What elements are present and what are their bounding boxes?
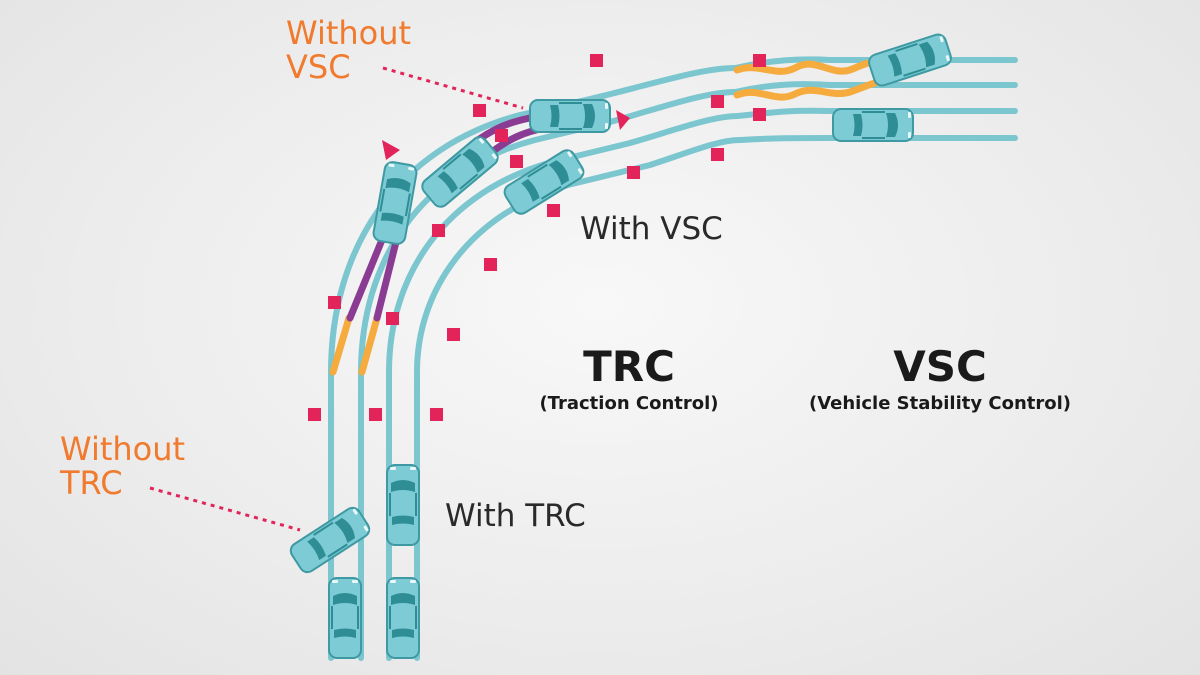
cone-marker-icon: [473, 104, 486, 117]
vsc-title: VSC: [893, 342, 987, 391]
leader-without-trc: [149, 486, 301, 532]
trc-spin-left: [329, 314, 353, 376]
direction-arrows: [382, 110, 630, 160]
cone-marker-icon: [590, 54, 603, 67]
vsc-slip-top: [733, 58, 879, 75]
cone-marker-icon: [547, 204, 560, 217]
leader-lines: [149, 66, 524, 532]
car-icon: [386, 464, 420, 546]
car-icon: [328, 577, 362, 659]
car-icon: [866, 31, 954, 89]
vsc-lane-4: [737, 135, 1018, 143]
cone-marker-icon: [386, 312, 399, 325]
cone-marker-icon: [711, 148, 724, 161]
car-icon: [371, 159, 419, 247]
cone-marker-icon: [328, 296, 341, 309]
trc-subtitle: (Traction Control): [539, 393, 719, 415]
direction-arrow-icon: [382, 140, 400, 160]
label-without-vsc: Without VSC: [286, 14, 412, 86]
vsc-lane-3: [735, 107, 1018, 119]
cone-marker-icon: [495, 129, 508, 142]
label-without-trc: Without TRC: [60, 430, 186, 502]
cone-marker-icon: [753, 108, 766, 121]
direction-arrow-icon: [616, 110, 630, 130]
label-without-trc-text: Without TRC: [60, 430, 186, 502]
cone-marker-icon: [510, 155, 523, 168]
vsc-slip-bottom: [733, 78, 882, 101]
cone-marker-icon: [627, 166, 640, 179]
skid-segments: [346, 114, 549, 322]
trc-heading: TRC (Traction Control): [529, 342, 729, 415]
car-icon: [529, 99, 611, 133]
label-with-trc: With TRC: [445, 500, 586, 533]
car-icon: [386, 577, 420, 659]
car-icon: [832, 108, 914, 142]
trc-skid-left: [346, 231, 388, 322]
cone-marker-icon: [430, 408, 443, 421]
track-lane-1: [328, 65, 738, 661]
cone-marker-icon: [484, 258, 497, 271]
vsc-heading: VSC (Vehicle Stability Control): [800, 342, 1080, 415]
trc-title: TRC: [583, 342, 675, 391]
trc-spin-right: [358, 314, 381, 376]
cone-marker-icon: [432, 224, 445, 237]
cone-marker-icon: [369, 408, 382, 421]
leader-without-vsc: [382, 66, 524, 110]
vsc-subtitle: (Vehicle Stability Control): [808, 393, 1072, 415]
car-icon: [418, 133, 502, 211]
cone-marker-icon: [447, 328, 460, 341]
cone-markers: [308, 54, 766, 421]
label-without-vsc-text: Without VSC: [286, 14, 412, 86]
cone-marker-icon: [753, 54, 766, 67]
trc-skid-right: [373, 234, 401, 322]
label-with-vsc: With VSC: [580, 213, 723, 246]
label-with-trc-text: With TRC: [445, 498, 586, 534]
wheel-spin-segments: [329, 58, 882, 376]
cone-marker-icon: [308, 408, 321, 421]
cone-marker-icon: [711, 95, 724, 108]
label-with-vsc-text: With VSC: [580, 211, 723, 247]
